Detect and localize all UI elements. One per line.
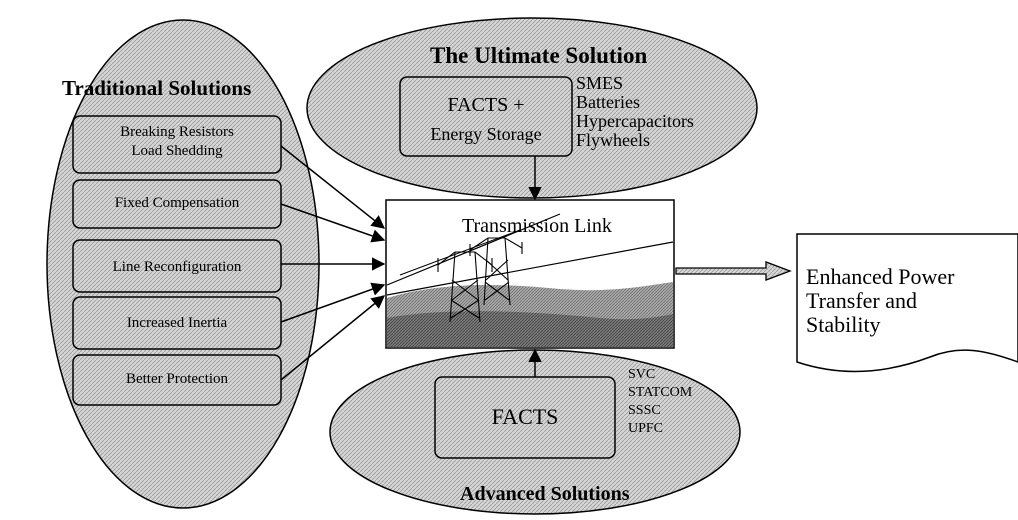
traditional-box-1 <box>72 115 282 174</box>
traditional-item-1-line1: Breaking Resistors <box>120 124 234 140</box>
advanced-box <box>434 376 616 459</box>
ultimate-box-line1: FACTS + <box>447 94 525 116</box>
transmission-link-picture <box>385 199 675 349</box>
traditional-box-3 <box>72 239 282 293</box>
advanced-list-item: SVC <box>628 367 656 382</box>
output-document <box>796 233 1018 373</box>
output-text-line: Enhanced Power <box>806 264 955 289</box>
traditional-box-4 <box>72 296 282 350</box>
output-text-line: Transfer and <box>806 288 917 313</box>
advanced-list: SVC STATCOM SSSC UPFC <box>628 366 692 438</box>
traditional-title: Traditional Solutions <box>62 76 252 100</box>
ultimate-title: The Ultimate Solution <box>430 43 648 68</box>
ultimate-list-item: SMES <box>576 73 624 93</box>
advanced-title: Advanced Solutions <box>460 483 630 505</box>
ultimate-list: SMES Batteries Hypercapacitors Flywheels <box>576 74 694 150</box>
output-arrow <box>675 261 792 281</box>
ultimate-box-line2: Energy Storage <box>430 124 542 144</box>
ultimate-box <box>399 76 573 157</box>
traditional-item-1: Breaking Resistors Load Shedding <box>73 123 281 161</box>
traditional-item-2: Fixed Compensation <box>114 195 240 211</box>
traditional-item-4: Increased Inertia <box>126 315 228 331</box>
ultimate-list-item: Flywheels <box>576 130 650 150</box>
output-text-line: Stability <box>806 312 881 337</box>
advanced-list-item: UPFC <box>628 421 664 436</box>
traditional-item-1-line2: Load Shedding <box>131 143 223 159</box>
traditional-item-3: Line Reconfiguration <box>112 259 242 275</box>
ultimate-list-item: Batteries <box>576 92 640 112</box>
traditional-item-5: Better Protection <box>125 371 229 387</box>
transmission-link-label: Transmission Link <box>462 215 612 237</box>
advanced-list-item: STATCOM <box>628 385 693 400</box>
ultimate-list-item: Hypercapacitors <box>576 111 694 131</box>
advanced-box-label: FACTS <box>491 404 559 429</box>
output-text: Enhanced Power Transfer and Stability <box>806 265 954 337</box>
advanced-list-item: SSSC <box>628 403 661 418</box>
